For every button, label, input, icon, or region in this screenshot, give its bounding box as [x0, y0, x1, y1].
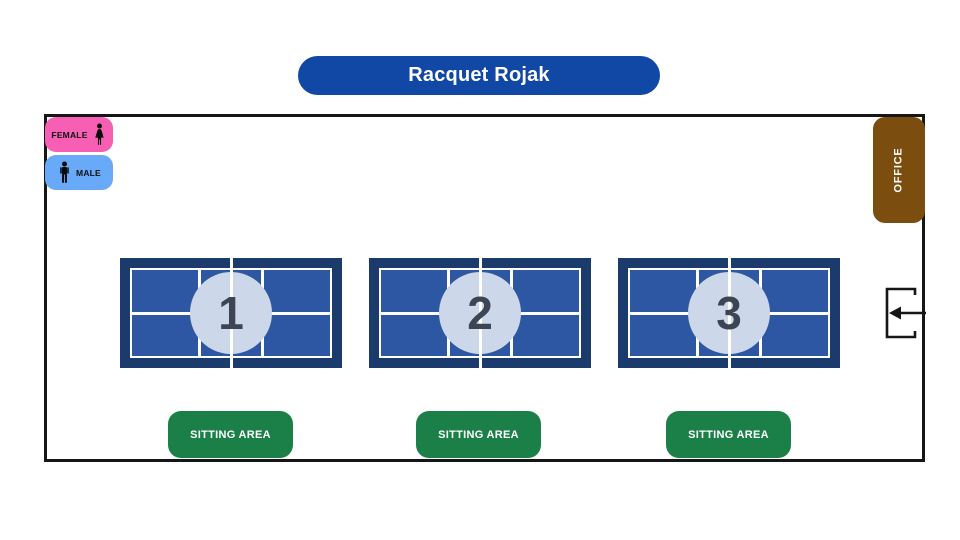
- male-restroom-label: MALE: [76, 167, 101, 178]
- sitting-area-3-label: SITTING AREA: [688, 428, 769, 441]
- female-restroom-label: FEMALE: [51, 129, 88, 140]
- sitting-area-1-label: SITTING AREA: [190, 428, 271, 441]
- female-icon: [94, 123, 104, 145]
- court-1: 1: [120, 251, 342, 375]
- court-3: 3: [618, 251, 840, 375]
- court-line: [379, 311, 447, 315]
- court-3-number: 3: [716, 287, 742, 339]
- sitting-area-3: SITTING AREA: [666, 411, 791, 458]
- court-line: [513, 311, 581, 315]
- sitting-area-2: SITTING AREA: [416, 411, 541, 458]
- facility-title: Racquet Rojak: [408, 64, 550, 86]
- court-net-line: [229, 251, 233, 375]
- court-line: [762, 311, 830, 315]
- sitting-area-1: SITTING AREA: [168, 411, 293, 458]
- court-line: [628, 311, 696, 315]
- sitting-area-2-label: SITTING AREA: [438, 428, 519, 441]
- female-restroom-badge: FEMALE: [45, 117, 113, 152]
- court-line: [264, 311, 332, 315]
- court-1-number: 1: [218, 287, 244, 339]
- male-icon: [60, 161, 69, 183]
- court-2: 2: [369, 251, 591, 375]
- court-net-line: [478, 251, 482, 375]
- office-room: OFFICE: [873, 117, 925, 223]
- court-line: [130, 311, 198, 315]
- office-label: OFFICE: [892, 147, 905, 193]
- court-2-number: 2: [467, 287, 493, 339]
- male-restroom-badge: MALE: [45, 155, 113, 190]
- facility-title-banner: Racquet Rojak: [298, 56, 660, 95]
- entrance-arrow-icon: [885, 287, 926, 339]
- court-net-line: [727, 251, 731, 375]
